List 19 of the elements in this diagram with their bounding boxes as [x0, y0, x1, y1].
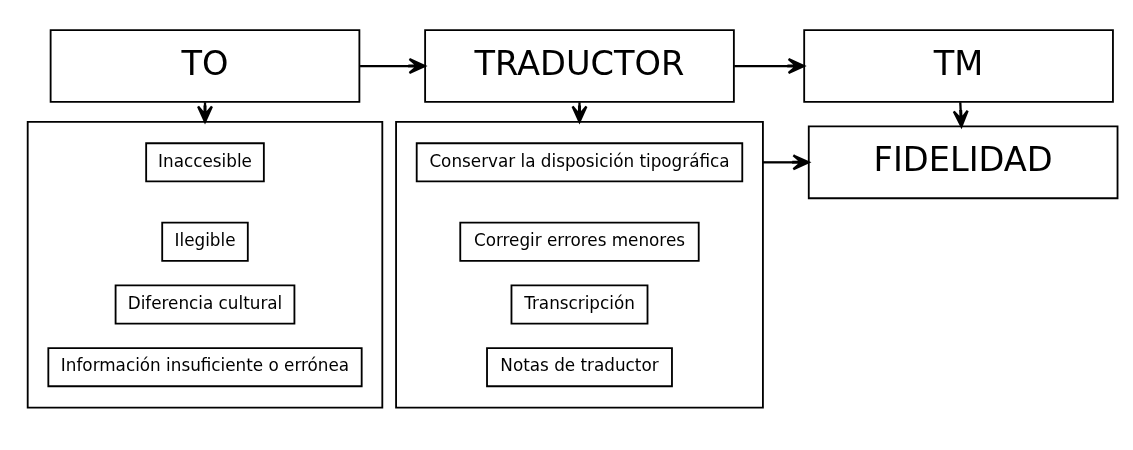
node-box: Información insuficiente o errónea [47, 347, 363, 388]
arrow [762, 154, 810, 171]
node-box: Notas de traductor [486, 347, 673, 388]
node-box: TO [49, 29, 361, 103]
arrow [734, 58, 806, 75]
node-box: Inaccesible [145, 142, 265, 183]
node-box: Conservar la disposición tipográfica [415, 142, 744, 183]
node-box: TM [803, 29, 1114, 103]
node-box: Transcripción [510, 284, 649, 325]
cluster [395, 120, 764, 409]
cluster [26, 120, 384, 409]
node-box: TRADUCTOR [424, 29, 735, 103]
node-box: Diferencia cultural [114, 284, 296, 325]
arrow [952, 102, 969, 128]
node-box: FIDELIDAD [807, 125, 1119, 200]
node-box: Corregir errores menores [459, 221, 700, 262]
arrow [360, 58, 426, 75]
arrow [571, 102, 588, 123]
node-box: Ilegible [161, 221, 249, 262]
